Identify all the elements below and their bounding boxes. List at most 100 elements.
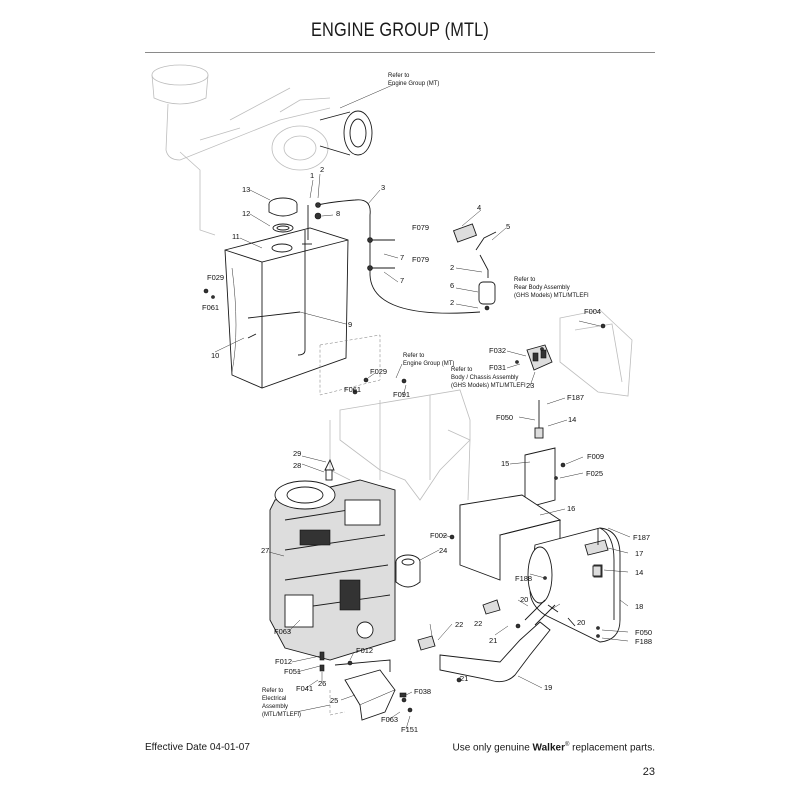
callout-4: 4 bbox=[477, 203, 481, 212]
footer-suffix: replacement parts. bbox=[569, 742, 655, 754]
callout-21a: 21 bbox=[489, 636, 497, 645]
callout-12: 12 bbox=[242, 209, 250, 218]
ref-electrical-4: (MTL/MTLEFI) bbox=[262, 712, 301, 718]
chassis-ghost bbox=[319, 334, 471, 501]
title-rule bbox=[145, 52, 655, 53]
callout-f012b: F012 bbox=[275, 657, 292, 666]
callout-5: 5 bbox=[506, 222, 510, 231]
callout-labels: 1 2 3 13 12 11 8 F079 F079 7 7 4 5 2 6 2… bbox=[202, 165, 652, 734]
ref-body-chassis-2: Body / Chassis Assembly bbox=[451, 375, 518, 381]
oil-filter bbox=[395, 554, 421, 588]
callout-f041: F041 bbox=[296, 684, 313, 693]
callout-20b: 20 bbox=[577, 618, 585, 627]
callout-f061b: F061 bbox=[344, 385, 361, 394]
engine bbox=[269, 458, 396, 661]
ref-body-chassis-3: (GHS Models) MTL/MTLEFI bbox=[451, 383, 526, 389]
callout-9: 9 bbox=[348, 320, 352, 329]
callout-f031: F031 bbox=[489, 363, 506, 372]
footer-brand: Walker bbox=[532, 742, 565, 754]
callout-15: 15 bbox=[501, 459, 509, 468]
ref-electrical-2: Electrical bbox=[262, 696, 286, 702]
callout-3: 3 bbox=[381, 183, 385, 192]
callout-f188a: F188 bbox=[515, 574, 532, 583]
rear-body-ghost bbox=[526, 309, 633, 397]
callout-f009: F009 bbox=[587, 452, 604, 461]
footer-note: Use only genuine Walker® replacement par… bbox=[452, 742, 655, 753]
callout-11: 11 bbox=[232, 232, 240, 241]
callout-f187a: F187 bbox=[567, 393, 584, 402]
fuel-lines bbox=[247, 199, 497, 319]
fasteners bbox=[203, 243, 606, 713]
callout-f029b: F029 bbox=[370, 367, 387, 376]
callout-29: 29 bbox=[293, 449, 301, 458]
reference-notes: Refer to Engine Group (MT) Refer to Rear… bbox=[262, 73, 589, 718]
ref-engine-mid-2: Engine Group (MT) bbox=[403, 361, 454, 367]
callout-6: 6 bbox=[450, 281, 454, 290]
footer-mark: ® bbox=[564, 742, 570, 748]
callout-f063b: F063 bbox=[381, 715, 398, 724]
callout-14b: 14 bbox=[635, 568, 643, 577]
callout-14a: 14 bbox=[568, 415, 576, 424]
callout-f038: F038 bbox=[414, 687, 431, 696]
ref-rear-body-3: (GHS Models) MTL/MTLEFI bbox=[514, 293, 589, 299]
callout-f050b: F050 bbox=[635, 628, 652, 637]
callout-f004: F004 bbox=[584, 307, 601, 316]
callout-23: 23 bbox=[526, 381, 534, 390]
callout-f079a: F079 bbox=[412, 223, 429, 232]
callout-1: 1 bbox=[310, 171, 314, 180]
footer-prefix: Use only genuine bbox=[452, 742, 533, 754]
callout-f032: F032 bbox=[489, 346, 506, 355]
callout-10: 10 bbox=[211, 351, 219, 360]
callout-f029a: F029 bbox=[207, 273, 224, 282]
callout-21b: 21 bbox=[460, 674, 468, 683]
ref-engine-top-2: Engine Group (MT) bbox=[388, 81, 439, 87]
ref-rear-body-2: Rear Body Assembly bbox=[514, 285, 570, 291]
callout-f051: F051 bbox=[284, 667, 301, 676]
callout-f002: F002 bbox=[430, 531, 447, 540]
fuel-tank bbox=[224, 227, 349, 389]
callout-f188b: F188 bbox=[635, 637, 652, 646]
ref-body-chassis-1: Refer to bbox=[451, 367, 473, 373]
muffler-shield bbox=[459, 447, 562, 581]
effective-date: Effective Date 04-01-07 bbox=[145, 742, 250, 753]
callout-26: 26 bbox=[318, 679, 326, 688]
page-title: ENGINE GROUP (MTL) bbox=[310, 20, 490, 41]
callout-7a: 7 bbox=[400, 253, 404, 262]
ref-electrical-3: Assembly bbox=[262, 704, 288, 710]
page-number: 23 bbox=[642, 766, 655, 778]
tank-cap bbox=[268, 197, 298, 233]
callout-f187b: F187 bbox=[633, 533, 650, 542]
callout-16: 16 bbox=[567, 504, 575, 513]
callout-2c: 2 bbox=[450, 298, 454, 307]
callout-f063a: F063 bbox=[274, 627, 291, 636]
exhaust-pipe bbox=[417, 599, 576, 683]
ref-rear-body-1: Refer to bbox=[514, 277, 536, 283]
callout-24: 24 bbox=[439, 546, 447, 555]
muffler bbox=[527, 527, 621, 643]
callout-f025: F025 bbox=[586, 469, 603, 478]
callout-19: 19 bbox=[544, 683, 552, 692]
air-cleaner-ghost bbox=[151, 64, 373, 236]
callout-27: 27 bbox=[261, 546, 269, 555]
callout-18: 18 bbox=[635, 602, 643, 611]
callout-17: 17 bbox=[635, 549, 643, 558]
callout-25: 25 bbox=[330, 696, 338, 705]
ref-engine-top-1: Refer to bbox=[388, 73, 410, 79]
drain-bracket bbox=[319, 651, 407, 721]
ref-engine-mid-1: Refer to bbox=[403, 353, 425, 359]
callout-f012a: F012 bbox=[356, 646, 373, 655]
callout-7b: 7 bbox=[400, 276, 404, 285]
ref-electrical-1: Refer to bbox=[262, 688, 284, 694]
callout-2: 2 bbox=[320, 165, 324, 174]
callout-22a: 22 bbox=[474, 619, 482, 628]
callout-f091: F091 bbox=[393, 390, 410, 399]
leader-lines bbox=[214, 83, 631, 730]
callout-2b: 2 bbox=[450, 263, 454, 272]
callout-20a: 20 bbox=[520, 595, 528, 604]
callout-f050a: F050 bbox=[496, 413, 513, 422]
callout-28: 28 bbox=[293, 461, 301, 470]
callout-f151: F151 bbox=[401, 725, 418, 734]
callout-f079b: F079 bbox=[412, 255, 429, 264]
callout-22b: 22 bbox=[455, 620, 463, 629]
